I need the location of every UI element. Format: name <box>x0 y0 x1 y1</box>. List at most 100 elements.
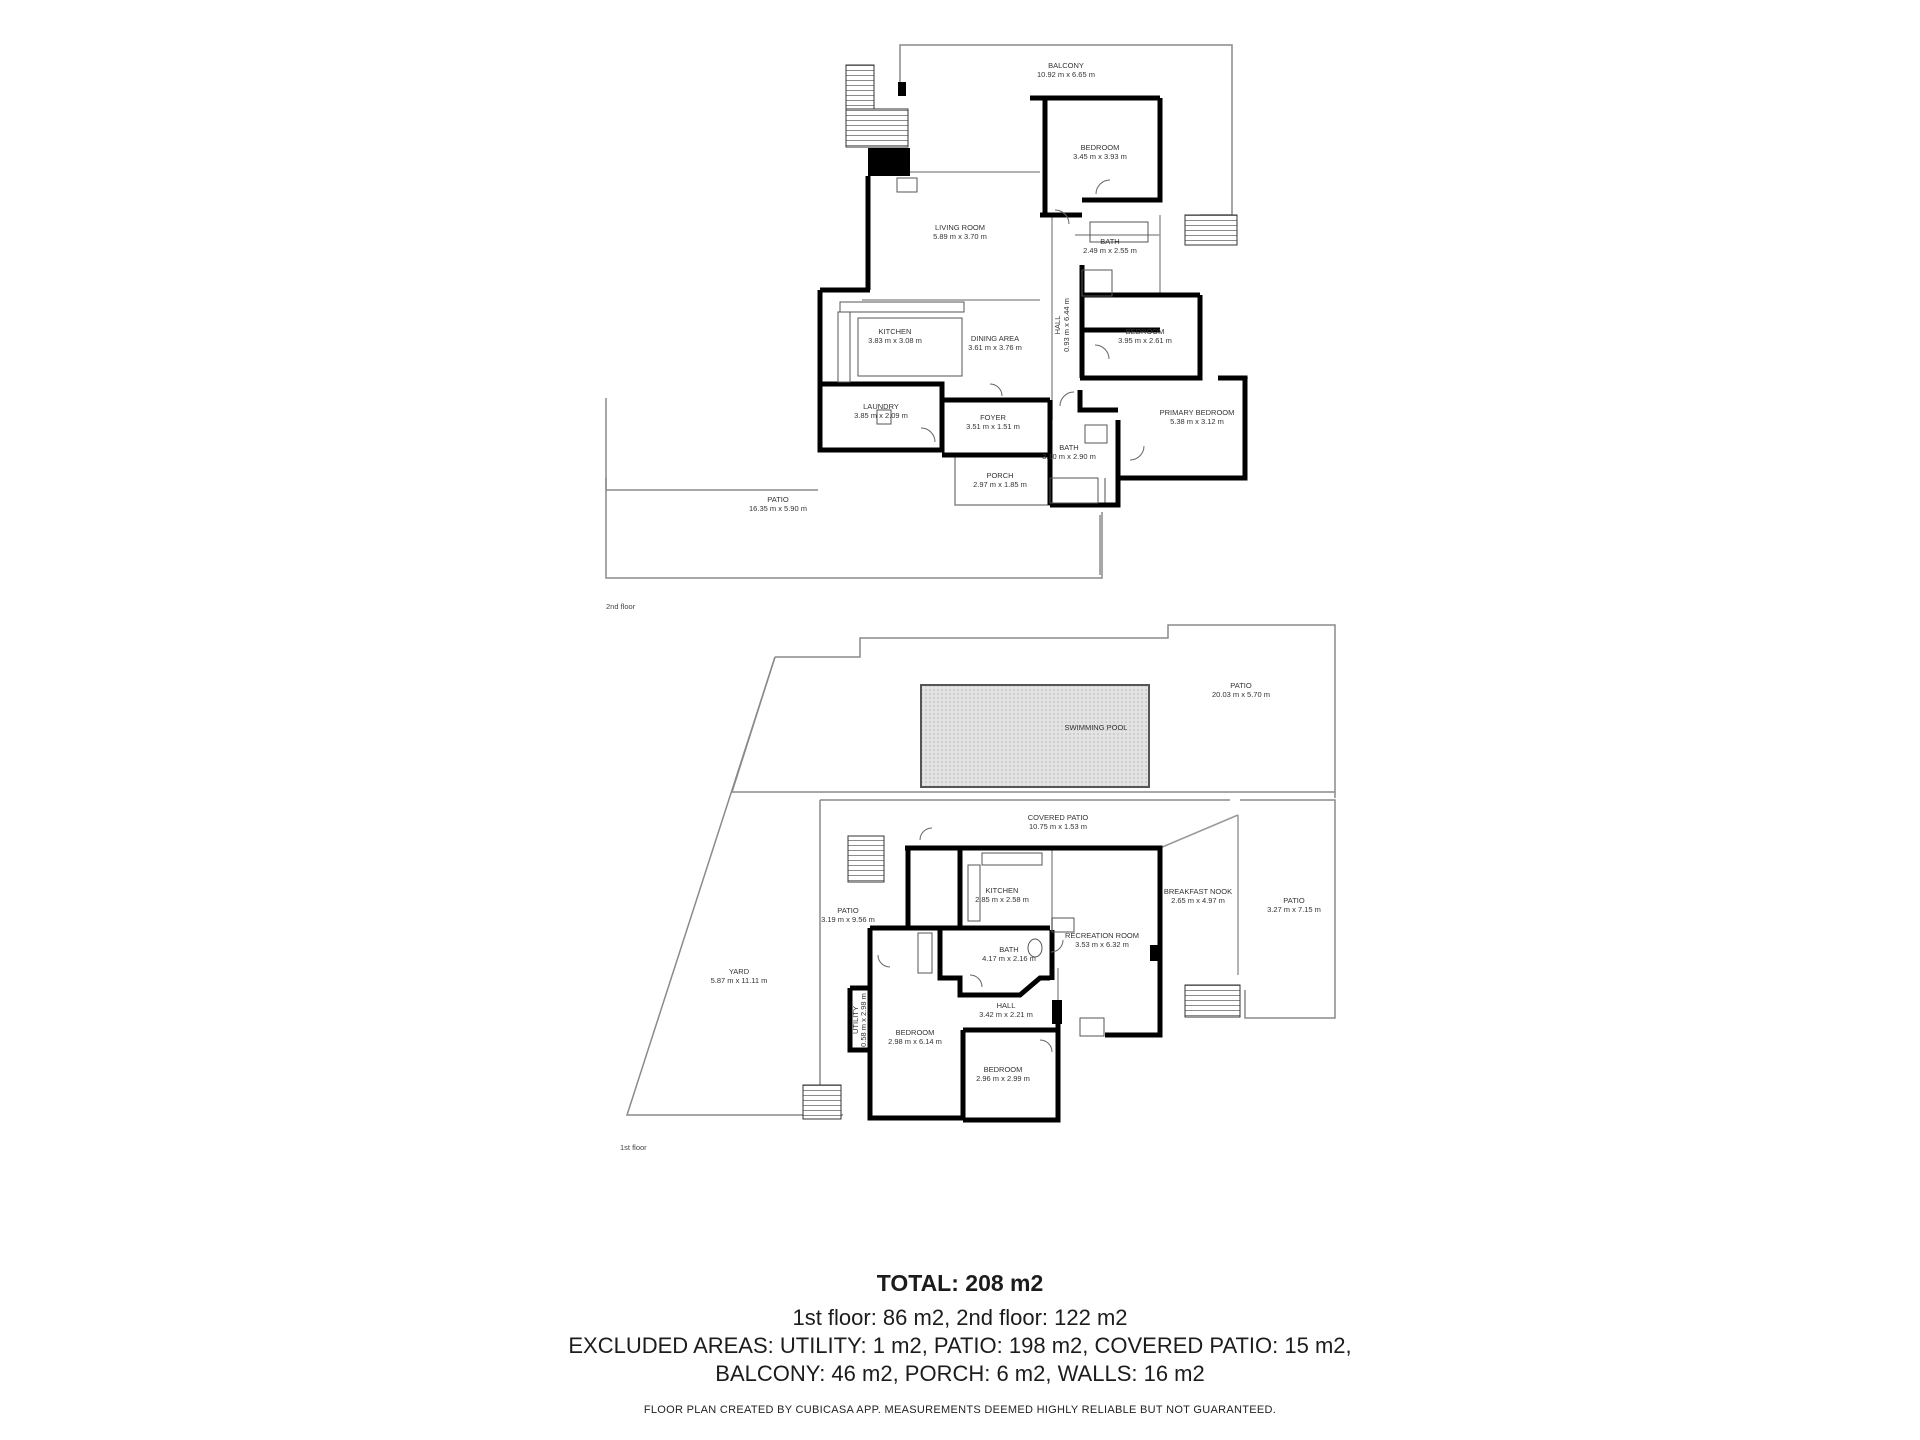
stairs-balcony <box>1184 214 1238 246</box>
room-size: 2.97 m x 1.85 m <box>973 480 1027 489</box>
door-swing <box>1095 179 1111 195</box>
stairs-top <box>845 64 875 110</box>
door-swing <box>1129 445 1145 461</box>
porch-outline <box>954 455 1106 506</box>
svg-text:HALL0.93 m x 6.44 m: HALL0.93 m x 6.44 m <box>1053 298 1071 352</box>
room-size: 3.95 m x 2.61 m <box>1118 336 1172 345</box>
stairs-landing <box>845 108 909 148</box>
room-name: BEDROOM <box>1126 327 1165 336</box>
bedroom2-wall <box>867 985 966 1121</box>
room-name: PORCH <box>986 471 1013 480</box>
floor-label-second: 2nd floor <box>606 602 636 611</box>
door-swing <box>1039 1039 1053 1053</box>
room-size: 0.58 m x 2.98 m <box>859 993 868 1047</box>
door-swing <box>1059 391 1075 407</box>
room-name: YARD <box>729 967 750 976</box>
room-size: 3.83 m x 3.08 m <box>868 336 922 345</box>
rec-room-cabinet <box>1051 917 1075 933</box>
room-name: BEDROOM <box>896 1028 935 1037</box>
room-name: BATH <box>1100 237 1119 246</box>
laundry-washer <box>876 409 892 425</box>
utility-wall <box>847 988 870 1053</box>
room-size: 3.45 m x 3.93 m <box>1073 152 1127 161</box>
kitchen-counter-side <box>967 864 981 922</box>
bedroom1-corner <box>1030 95 1048 110</box>
room-name: SWIMMING POOL <box>1065 723 1128 732</box>
room-size: 3.27 m x 7.15 m <box>1267 905 1321 914</box>
room-name: DINING AREA <box>971 334 1019 343</box>
room-name: KITCHEN <box>986 886 1019 895</box>
side-patio-outline <box>1240 799 1336 1019</box>
lower-bath-vanity <box>1084 424 1108 444</box>
rec-room-right-wall <box>1105 845 1163 1038</box>
room-name: BALCONY <box>1048 61 1084 70</box>
stairs-nook <box>1184 984 1241 1018</box>
bedroom1-right-wall <box>1082 98 1163 203</box>
room-size: 5.89 m x 3.70 m <box>933 232 987 241</box>
swimming-pool <box>920 684 1150 788</box>
wall-stub <box>898 82 906 96</box>
room-name: FOYER <box>980 413 1006 422</box>
bath-vanity <box>1089 221 1149 243</box>
bedroom-primary-divider <box>1080 295 1203 381</box>
room-name: HALL <box>997 1001 1016 1010</box>
yard-outline <box>625 656 843 1116</box>
total-area: TOTAL: 208 m2 <box>0 1270 1920 1297</box>
room-name: LAUNDRY <box>863 402 899 411</box>
door-swing <box>877 954 891 968</box>
kitchen-counter-left <box>837 311 851 383</box>
fireplace <box>896 177 918 193</box>
bath-shower <box>917 932 933 974</box>
bath-bottom-wall <box>937 928 1050 998</box>
kitchen-counter <box>981 852 1043 866</box>
room-size: 5.38 m x 3.12 m <box>1170 417 1224 426</box>
room-size: 16.35 m x 5.90 m <box>749 504 807 513</box>
floor-label-first: 1st floor <box>620 1143 647 1152</box>
total-value: 208 m2 <box>965 1270 1044 1296</box>
upper-patio-outline <box>775 624 1336 798</box>
column <box>1150 945 1162 961</box>
room-size: 3.85 m x 2.09 m <box>854 411 908 420</box>
patio-outline <box>605 398 1103 579</box>
bedroom3-wall <box>963 1030 1061 1123</box>
stair-block <box>868 148 910 176</box>
door-swing <box>1094 344 1110 360</box>
toilet <box>1027 938 1043 958</box>
room-name: PATIO <box>837 906 859 915</box>
door-swing <box>969 974 983 988</box>
nook-top-window <box>1159 814 1239 849</box>
room-size: 2.96 m x 2.99 m <box>976 1074 1030 1083</box>
room-name: UTILITY <box>851 1006 860 1034</box>
room-size: 5.87 m x 11.11 m <box>711 976 768 985</box>
room-size: 3.10 m x 2.90 m <box>1042 452 1096 461</box>
room-name: KITCHEN <box>879 327 912 336</box>
room-size: 2.49 m x 2.55 m <box>1083 246 1137 255</box>
svg-text:UTILITY0.58 m x 2.98 m: UTILITY0.58 m x 2.98 m <box>851 993 868 1047</box>
room-name: BEDROOM <box>1081 143 1120 152</box>
stairs-yard <box>802 1084 842 1120</box>
room-size: 10.92 m x 6.65 m <box>1037 70 1095 79</box>
room-size: 2.85 m x 2.58 m <box>975 895 1029 904</box>
